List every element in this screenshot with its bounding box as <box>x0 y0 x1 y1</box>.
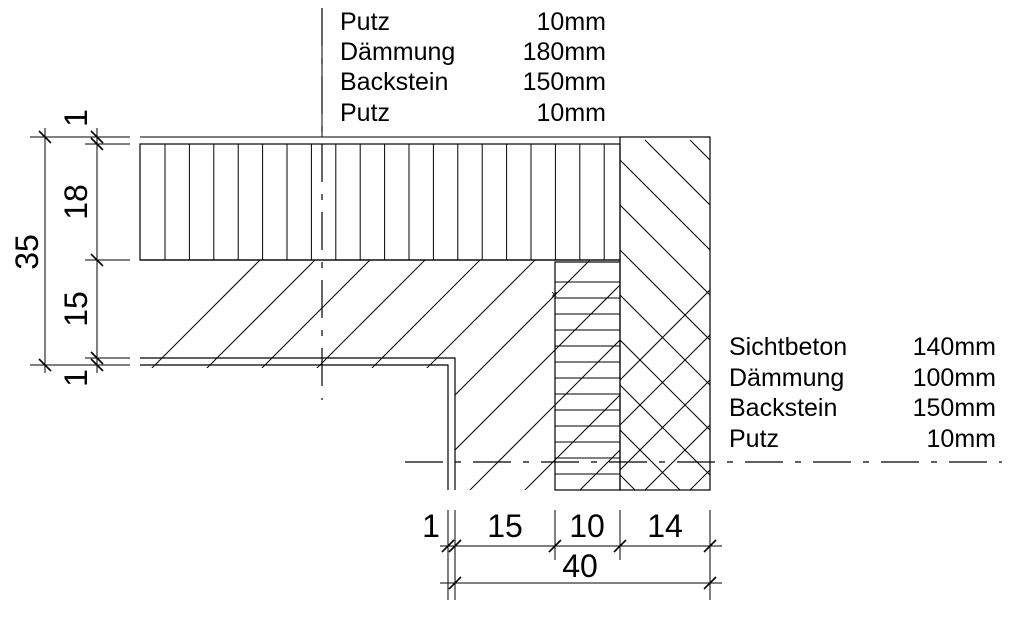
insulation-right-hatch <box>555 281 620 475</box>
reference-point-marker: × <box>551 289 557 301</box>
concrete-hatch-line <box>620 139 710 490</box>
dim-horizontal-part-2: 15 <box>487 508 523 544</box>
dim-horizontal-part-1: 1 <box>422 508 440 544</box>
legend-right-name-4: Putz <box>729 425 779 453</box>
dim-vertical-part-3: 15 <box>58 291 94 327</box>
brick-hatch-line <box>140 260 356 490</box>
concrete-hatch-line <box>620 139 710 490</box>
concrete-hatch-line <box>620 139 710 490</box>
dimension-ticks <box>38 130 104 372</box>
interior-plaster-inner <box>140 364 449 490</box>
concrete-hatch-line <box>620 139 710 490</box>
dim-horizontal-part-4: 14 <box>647 508 683 544</box>
legend-right-name-3: Backstein <box>729 394 837 422</box>
concrete-right-wall <box>619 136 711 491</box>
concrete-hatch-line <box>620 139 710 490</box>
dim-horizontal-total: 40 <box>562 548 598 584</box>
legend-right-thickness-1: 140mm <box>913 333 996 361</box>
brick-hatch-line <box>274 260 576 490</box>
legend-top-name-1: Putz <box>340 8 390 36</box>
dim-vertical-part-1: 1 <box>58 109 94 127</box>
brick-hatch-line <box>140 260 411 490</box>
legend-top-thickness-4: 10mm <box>537 99 606 127</box>
layer-legend-right: Sichtbeton 140mm Dämmung 100mm Backstein… <box>729 333 996 453</box>
concrete-hatch-line <box>620 139 710 490</box>
interior-plaster-outer <box>140 357 456 490</box>
dim-vertical-part-2: 18 <box>58 184 94 220</box>
concrete-crosshatch <box>620 139 710 490</box>
vertical-dimensions: 35 1 18 15 1 <box>9 109 130 387</box>
legend-top-name-3: Backstein <box>340 68 448 96</box>
brick-hatch <box>140 260 620 490</box>
brick-hatch-line <box>494 260 620 490</box>
legend-top-name-4: Putz <box>340 99 390 127</box>
dim-horizontal-part-3: 10 <box>569 508 605 544</box>
concrete-hatch-line <box>620 139 710 490</box>
legend-top-name-2: Dämmung <box>340 38 455 66</box>
brick-hatch-line <box>329 260 620 490</box>
insulation-top-hatch <box>164 144 605 260</box>
concrete-hatch-line <box>620 139 706 490</box>
horizontal-dimensions: 1 15 10 14 40 <box>422 508 722 600</box>
concrete-hatch-line <box>620 139 661 490</box>
layer-legend-top: Putz 10mm Dämmung 180mm Backstein 150mm … <box>340 8 606 127</box>
brick-hatch-line <box>164 260 466 490</box>
legend-right-name-2: Dämmung <box>729 364 844 392</box>
legend-right-name-1: Sichtbeton <box>729 333 847 361</box>
dim-vertical-part-4: 1 <box>58 369 94 387</box>
brick-hatch-line <box>219 260 521 490</box>
legend-right-thickness-2: 100mm <box>913 364 996 392</box>
legend-top-thickness-3: 150mm <box>523 68 606 96</box>
brick-hatch-line <box>439 260 620 490</box>
brick-hatch-line <box>549 260 620 490</box>
wall-section: × <box>139 8 1002 491</box>
dimension-ticks <box>441 539 717 590</box>
legend-top-thickness-2: 180mm <box>523 38 606 66</box>
dim-vertical-total: 35 <box>9 234 45 270</box>
insulation-top-wall <box>139 143 621 261</box>
brick-hatch-line <box>384 260 620 490</box>
legend-right-thickness-3: 150mm <box>913 394 996 422</box>
insulation-right-wall <box>554 261 621 491</box>
legend-right-thickness-4: 10mm <box>927 425 996 453</box>
concrete-hatch-line <box>620 139 710 490</box>
legend-top-thickness-1: 10mm <box>537 8 606 36</box>
